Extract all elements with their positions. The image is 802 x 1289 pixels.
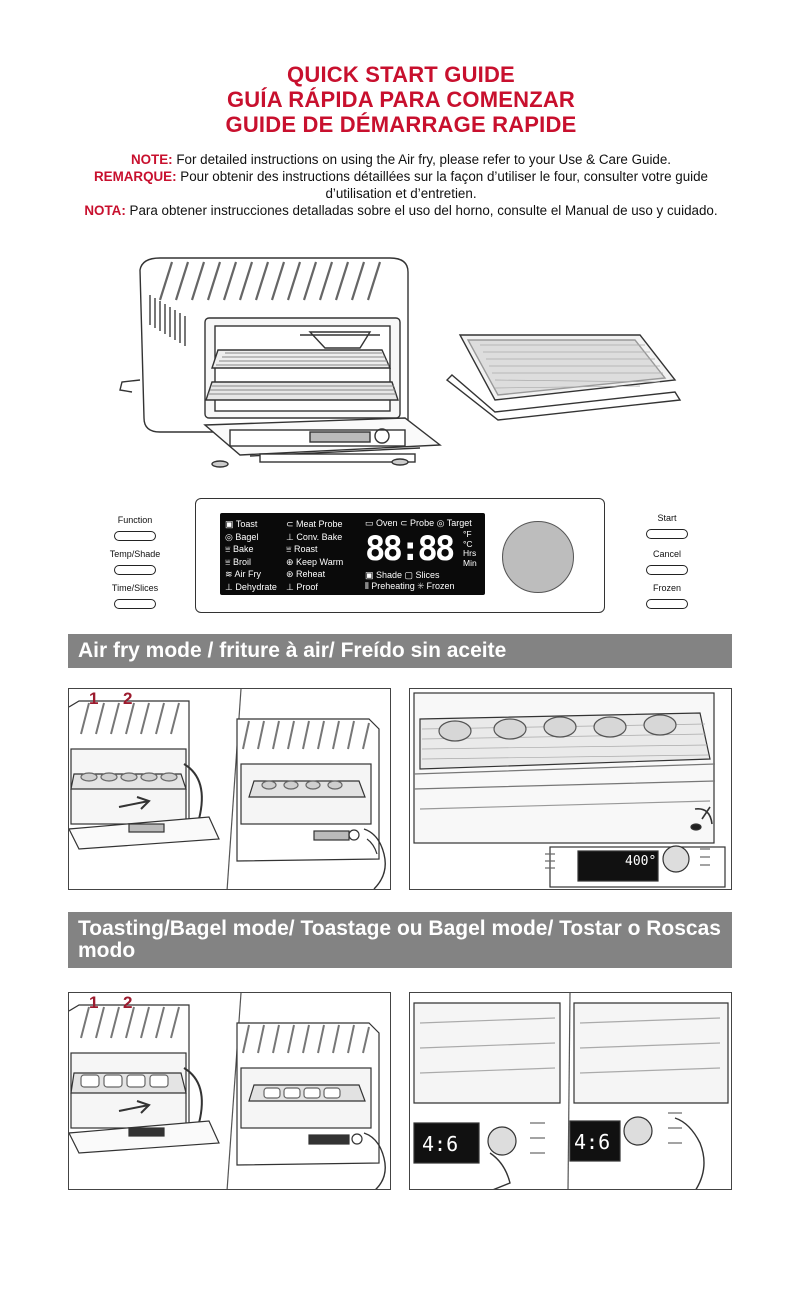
function-bagel: ◎ Bagel [225,531,259,542]
function-reheat: ⊛ Reheat [286,569,326,580]
start-button-group[interactable]: Start [622,508,712,539]
air-fry-step-image-2: 400° [409,688,732,890]
time-slices-button-group[interactable]: Time/Slices [90,578,180,609]
control-dial[interactable] [502,521,574,593]
title-french: GUIDE DE DÉMARRAGE RAPIDE [225,112,577,137]
status-preheating-frozen: ⫴ Preheating ✳ Frozen [365,581,455,591]
time-slices-button[interactable] [114,599,156,609]
function-bake: ⩸ Bake [225,544,254,555]
toast-display-readout-2: 4:6 [574,1130,610,1154]
note-label: NOTE: [130,152,173,167]
function-meat-probe: ⊂ Meat Probe [286,519,343,529]
function-roast: ⩸ Roast [286,544,318,555]
title-spanish: GUÍA RÁPIDA PARA COMENZAR [226,87,576,112]
unit-fahrenheit: °F [463,529,472,539]
toast-display-readout-1: 4:6 [422,1132,458,1156]
toast-steps-illustration [69,993,386,1189]
frozen-button[interactable] [646,599,688,609]
frozen-label: Frozen [652,583,681,593]
air-fry-step-image-1: 1 2 [68,688,391,890]
step-number-1: 1 [89,993,99,1012]
segment-digits: 88:88 [365,529,455,569]
guide-titles: QUICK START GUIDE GUÍA RÁPIDA PARA COMEN… [0,62,802,137]
oven-illustration [119,257,682,468]
function-keep-warm: ⊕ Keep Warm [286,556,344,567]
air-fry-basket-illustration: 400° [413,692,726,888]
function-button[interactable] [114,531,156,541]
toast-step-image-1: 1 2 [68,992,391,1190]
step-number-2: 2 [123,689,133,708]
control-panel: ▣ Toast ◎ Bagel ⩸ Bake ⩸ Broil ≋ Air Fry… [195,498,605,613]
function-list-2: ⊂ Meat Probe ⊥ Conv. Bake ⩸ Roast ⊕ Keep… [286,518,343,594]
temp-shade-label: Temp/Shade [109,549,161,559]
notes-block: NOTE: For detailed instructions on using… [70,151,732,219]
note-spanish: NOTA: Para obtener instrucciones detalla… [70,202,732,219]
unit-indicators: °F °C Hrs Min [463,529,477,568]
cancel-label: Cancel [652,549,681,559]
section-header-air-fry: Air fry mode / friture à air/ Freído sin… [68,634,732,668]
cancel-button[interactable] [646,565,688,575]
function-label: Function [117,515,153,525]
function-toast: ▣ Toast [225,519,258,529]
unit-hours: Hrs [463,548,477,558]
temp-shade-button[interactable] [114,565,156,575]
note-text: Para obtener instrucciones detalladas so… [125,203,718,218]
function-dehydrate: ⊥ Dehydrate [225,581,277,592]
function-button-group[interactable]: Function [90,510,180,541]
note-english: NOTE: For detailed instructions on using… [70,151,732,168]
temp-shade-button-group[interactable]: Temp/Shade [90,544,180,575]
air-fry-display-readout: 400° [625,854,656,869]
note-french: REMARQUE: Pour obtenir des instructions … [70,168,732,202]
status-indicators-bottom: ▣ Shade ▢ Slices ⫴ Preheating ✳ Frozen [365,570,455,592]
air-fry-steps-illustration [69,689,386,889]
status-indicators-top: ▭ Oven ⊂ Probe ◎ Target [365,518,472,528]
note-label: REMARQUE: [93,169,177,184]
lcd-display: ▣ Toast ◎ Bagel ⩸ Bake ⩸ Broil ≋ Air Fry… [220,513,485,595]
toast-controls-illustration: 4:6 4:6 [413,993,729,1189]
step-number-2: 2 [123,993,133,1012]
unit-minutes: Min [463,557,477,568]
function-conv-bake: ⊥ Conv. Bake [286,531,343,542]
function-proof: ⊥ Proof [286,581,318,592]
unit-celsius: °C [463,538,473,549]
title-english: QUICK START GUIDE [287,62,515,87]
start-label: Start [657,513,677,523]
frozen-button-group[interactable]: Frozen [622,578,712,609]
cancel-button-group[interactable]: Cancel [622,544,712,575]
time-slices-label: Time/Slices [111,583,159,593]
section-header-toast: Toasting/Bagel mode/ Toastage ou Bagel m… [68,912,732,968]
note-label: NOTA: [84,203,126,218]
start-button[interactable] [646,529,688,539]
toast-step-image-2: 4:6 4:6 [409,992,732,1190]
function-broil: ⩸ Broil [225,556,251,567]
note-text: Pour obtenir des instructions détaillées… [176,169,709,201]
step-number-1: 1 [89,689,99,708]
function-list-1: ▣ Toast ◎ Bagel ⩸ Bake ⩸ Broil ≋ Air Fry… [225,518,277,594]
status-shade-slices: ▣ Shade ▢ Slices [365,570,440,580]
note-text: For detailed instructions on using the A… [172,152,672,167]
function-air-fry: ≋ Air Fry [225,569,262,580]
